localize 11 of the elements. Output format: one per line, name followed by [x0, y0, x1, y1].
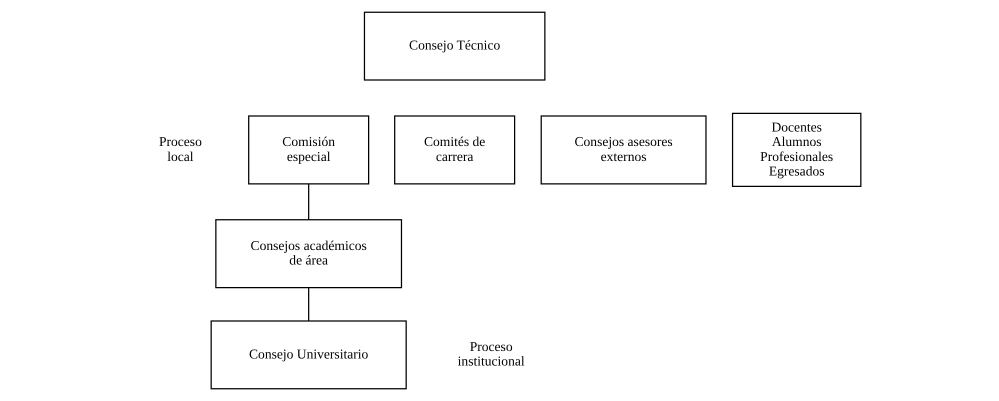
node-box: Comisión especial [248, 115, 370, 184]
label: Proceso institucional [458, 339, 525, 369]
connector [308, 184, 310, 220]
node-box: Docentes Alumnos Profesionales Egresados [732, 112, 862, 188]
node-box: Comités de carrera [394, 115, 516, 184]
node-box: Consejo Universitario [210, 320, 407, 390]
node-box: Consejos asesores externos [540, 115, 707, 184]
node-box: Consejo Técnico [364, 12, 546, 81]
label: Proceso local [158, 134, 202, 164]
connector [308, 288, 310, 321]
node-box: Consejos académicos de área [215, 219, 402, 288]
